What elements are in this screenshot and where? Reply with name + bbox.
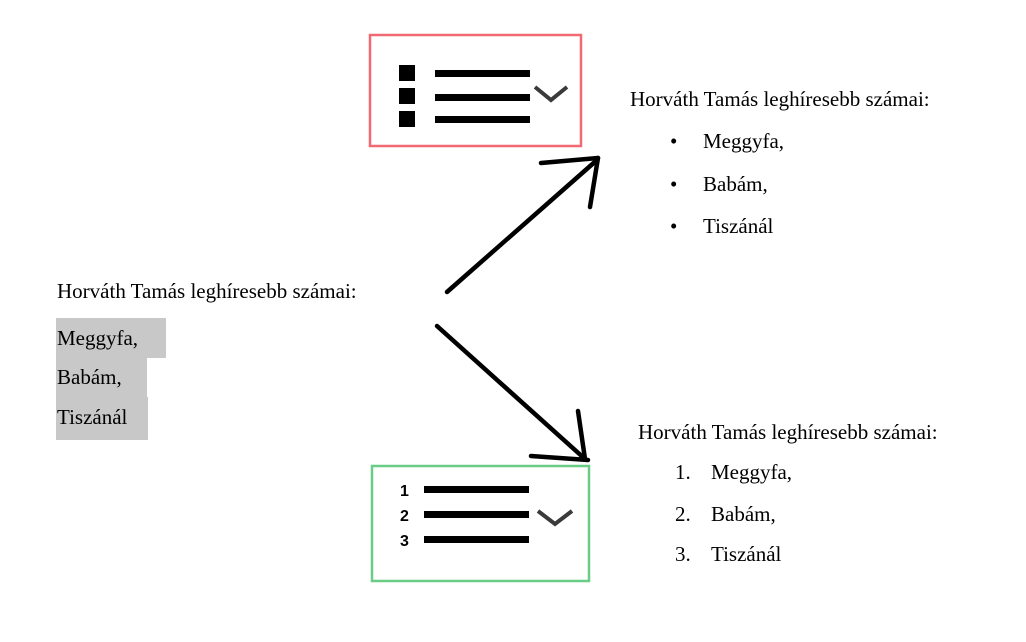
number-digit: 3 (400, 533, 409, 550)
list-line (435, 116, 530, 123)
numbered-item: Tiszánál (711, 542, 782, 566)
arrow-down-right (434, 323, 591, 463)
number-digit: 2 (400, 508, 409, 525)
list-line (424, 511, 529, 518)
chevron-down-icon[interactable] (536, 509, 574, 527)
numbered-title: Horváth Tamás leghíresebb számai: (638, 420, 938, 444)
bullet-marker: • (670, 129, 678, 153)
bullet-square (399, 88, 415, 104)
list-line (435, 94, 530, 101)
list-line (424, 486, 529, 493)
list-line (435, 70, 530, 77)
source-title: Horváth Tamás leghíresebb számai: (57, 279, 357, 303)
bullet-square (399, 65, 415, 81)
number-digit: 1 (400, 483, 409, 500)
bullet-list-icon[interactable] (368, 33, 583, 148)
arrow-up-right (444, 155, 601, 295)
bulleted-item: Babám, (703, 172, 768, 196)
chevron-down-icon[interactable] (533, 85, 569, 103)
bulleted-title: Horváth Tamás leghíresebb számai: (630, 87, 930, 111)
number-marker: 1. (675, 460, 691, 484)
source-item-highlighted: Babám, (56, 357, 147, 397)
numbered-item: Meggyfa, (711, 460, 793, 484)
number-marker: 2. (675, 502, 691, 526)
bulleted-item: Tiszánál (703, 214, 774, 238)
source-item-highlighted: Meggyfa, (56, 318, 166, 358)
number-marker: 3. (675, 542, 691, 566)
numbered-item: Babám, (711, 502, 776, 526)
bullet-square (399, 111, 415, 127)
bulleted-item: Meggyfa, (703, 129, 785, 153)
numbered-list-icon[interactable]: 1 2 3 (370, 464, 591, 583)
source-item-highlighted: Tiszánál (56, 397, 148, 440)
bullet-marker: • (670, 172, 678, 196)
bullet-marker: • (670, 214, 678, 238)
list-line (424, 536, 529, 543)
